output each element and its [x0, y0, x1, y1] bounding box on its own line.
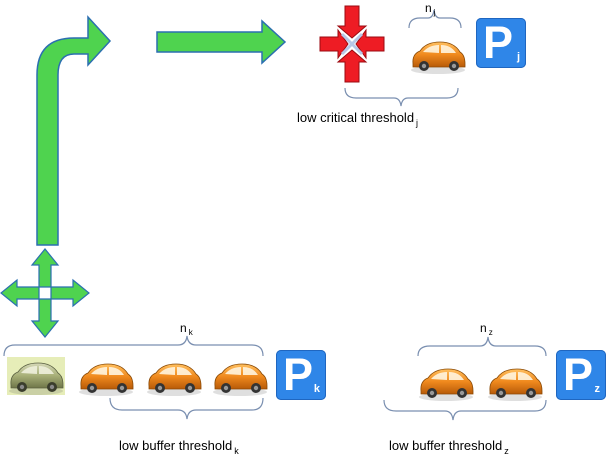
bracket-buffer-k [109, 397, 264, 420]
right-arrow-icon [156, 19, 287, 65]
parking-icon: P k [276, 350, 326, 400]
turn-arrow-icon [36, 15, 112, 246]
bracket-n-j [408, 9, 462, 29]
car-icon [410, 41, 466, 75]
bracket-n-k [3, 335, 264, 357]
bracket-critical-j [344, 87, 459, 107]
parking-icon: P z [556, 350, 606, 400]
car-icon [212, 363, 268, 397]
parking-icon: P j [476, 18, 526, 68]
car-icon [146, 363, 202, 397]
car-icon [418, 368, 474, 402]
car-icon [487, 368, 543, 402]
bracket-n-z [417, 336, 547, 357]
move-cross-icon [0, 248, 90, 338]
car-icon [78, 363, 134, 397]
bracket-buffer-z [383, 399, 547, 421]
stop-cross-icon [319, 5, 385, 83]
